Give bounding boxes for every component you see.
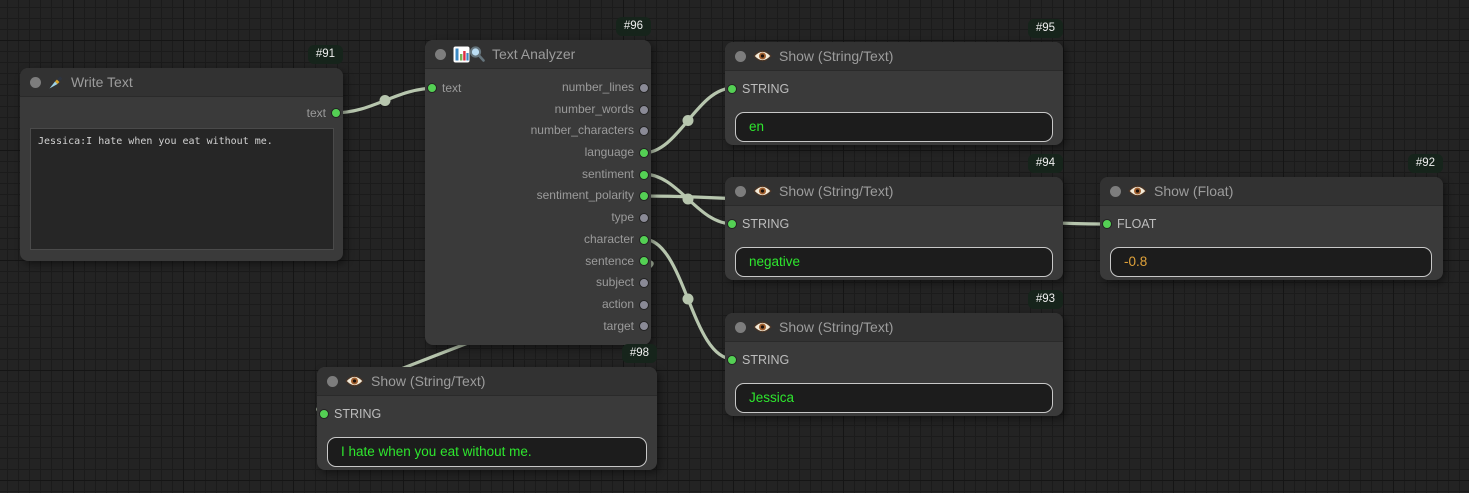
collapse-dot[interactable]	[735, 50, 746, 62]
node-title: Show (String/Text)	[779, 48, 894, 64]
value-display: en	[735, 112, 1053, 142]
node-header[interactable]: Show (String/Text)	[725, 177, 1063, 206]
node-header[interactable]: Text Analyzer	[425, 40, 651, 69]
node-show-float-92[interactable]: #92 Show (Float) FLOAT -0.8	[1100, 154, 1443, 280]
output-slot-number-characters: number_characters	[425, 120, 651, 142]
node-title: Show (Float)	[1154, 183, 1234, 199]
node-show-string-93[interactable]: #93 Show (String/Text) STRING Jessica	[725, 290, 1063, 416]
node-show-string-98[interactable]: #98 Show (String/Text) STRING I hate whe…	[317, 344, 657, 470]
wire-midpoint-dot	[682, 293, 694, 305]
wire-midpoint-dot	[379, 95, 391, 106]
node-id-badge: #98	[621, 344, 657, 363]
output-port-dot[interactable]	[639, 212, 649, 223]
output-port-dot[interactable]	[639, 147, 649, 158]
output-slot-action: action	[425, 294, 651, 316]
collapse-dot[interactable]	[327, 375, 338, 387]
input-slot-string: STRING	[725, 213, 865, 235]
node-show-string-94[interactable]: #94 Show (String/Text) STRING negative	[725, 154, 1063, 280]
output-port-dot[interactable]	[331, 108, 341, 118]
node-header[interactable]: Show (String/Text)	[317, 367, 657, 396]
output-slot-type: type	[425, 207, 651, 229]
output-port-dot[interactable]	[639, 256, 649, 267]
collapse-dot[interactable]	[435, 48, 446, 60]
eye-icon	[753, 320, 772, 334]
output-port-dot[interactable]	[639, 278, 649, 289]
node-title: Show (String/Text)	[371, 373, 486, 389]
output-port-dot[interactable]	[639, 82, 649, 93]
output-slot-label: text	[306, 106, 326, 120]
eye-icon	[753, 49, 772, 63]
node-title: Write Text	[71, 74, 133, 90]
node-title: Text Analyzer	[492, 46, 576, 62]
value-display: negative	[735, 247, 1053, 277]
output-slot-sentiment-polarity: sentiment_polarity	[425, 185, 651, 207]
output-port-dot[interactable]	[639, 321, 649, 332]
node-id-badge: #92	[1407, 154, 1443, 173]
input-slot-label: text	[442, 81, 462, 95]
node-show-string-95[interactable]: #95 Show (String/Text) STRING en	[725, 19, 1063, 145]
input-port-dot[interactable]	[427, 83, 437, 93]
output-slot-sentence: sentence	[425, 251, 651, 273]
input-port-dot[interactable]	[727, 84, 737, 94]
value-display: I hate when you eat without me.	[327, 437, 647, 467]
output-slot-character: character	[425, 229, 651, 251]
value-display: -0.8	[1110, 247, 1432, 277]
eye-icon	[753, 184, 772, 198]
wire-midpoint-dot	[682, 115, 694, 126]
node-header[interactable]: Show (String/Text)	[725, 313, 1063, 342]
wire-midpoint-dot	[682, 193, 694, 205]
output-slot-subject: subject	[425, 272, 651, 294]
input-port-dot[interactable]	[727, 355, 737, 365]
input-port-dot[interactable]	[319, 409, 329, 419]
fountain-pen-icon	[48, 74, 64, 90]
collapse-dot[interactable]	[735, 185, 746, 197]
output-port-dot[interactable]	[639, 126, 649, 137]
input-slot-string: STRING	[317, 403, 457, 425]
input-slot-string: STRING	[725, 78, 865, 100]
output-slot-sentiment: sentiment	[425, 164, 651, 186]
output-slot-number-words: number_words	[425, 99, 651, 121]
node-header[interactable]: Show (Float)	[1100, 177, 1443, 206]
node-id-badge: #96	[615, 17, 651, 36]
collapse-dot[interactable]	[30, 76, 41, 88]
node-id-badge: #93	[1027, 290, 1063, 309]
node-title: Show (String/Text)	[779, 183, 894, 199]
input-slot-string: STRING	[725, 349, 865, 371]
text-input-area[interactable]	[30, 128, 334, 250]
output-port-dot[interactable]	[639, 234, 649, 245]
node-text-analyzer[interactable]: #96 Text Analyzer text nu	[425, 17, 651, 345]
node-header[interactable]: Show (String/Text)	[725, 42, 1063, 71]
collapse-dot[interactable]	[1110, 185, 1121, 197]
node-write-text[interactable]: #91 Write Text text	[20, 45, 343, 261]
output-port-dot[interactable]	[639, 169, 649, 180]
node-header[interactable]: Write Text	[20, 68, 343, 97]
value-display: Jessica	[735, 383, 1053, 413]
bar-chart-magnifier-icon	[453, 45, 485, 63]
output-slot-number-lines: number_lines	[425, 77, 651, 99]
node-id-badge: #91	[307, 45, 343, 64]
output-slot-language: language	[425, 142, 651, 164]
eye-icon	[345, 374, 364, 388]
output-port-dot[interactable]	[639, 299, 649, 310]
input-port-dot[interactable]	[727, 219, 737, 229]
node-id-badge: #94	[1027, 154, 1063, 173]
eye-icon	[1128, 184, 1147, 198]
collapse-dot[interactable]	[735, 321, 746, 333]
input-slot-float: FLOAT	[1100, 213, 1240, 235]
output-port-dot[interactable]	[639, 104, 649, 115]
input-port-dot[interactable]	[1102, 219, 1112, 229]
node-title: Show (String/Text)	[779, 319, 894, 335]
node-id-badge: #95	[1027, 19, 1063, 38]
input-slot-text: text	[425, 77, 515, 99]
output-slot-text: text	[223, 102, 343, 124]
output-port-dot[interactable]	[639, 191, 649, 202]
output-slot-target: target	[425, 316, 651, 338]
